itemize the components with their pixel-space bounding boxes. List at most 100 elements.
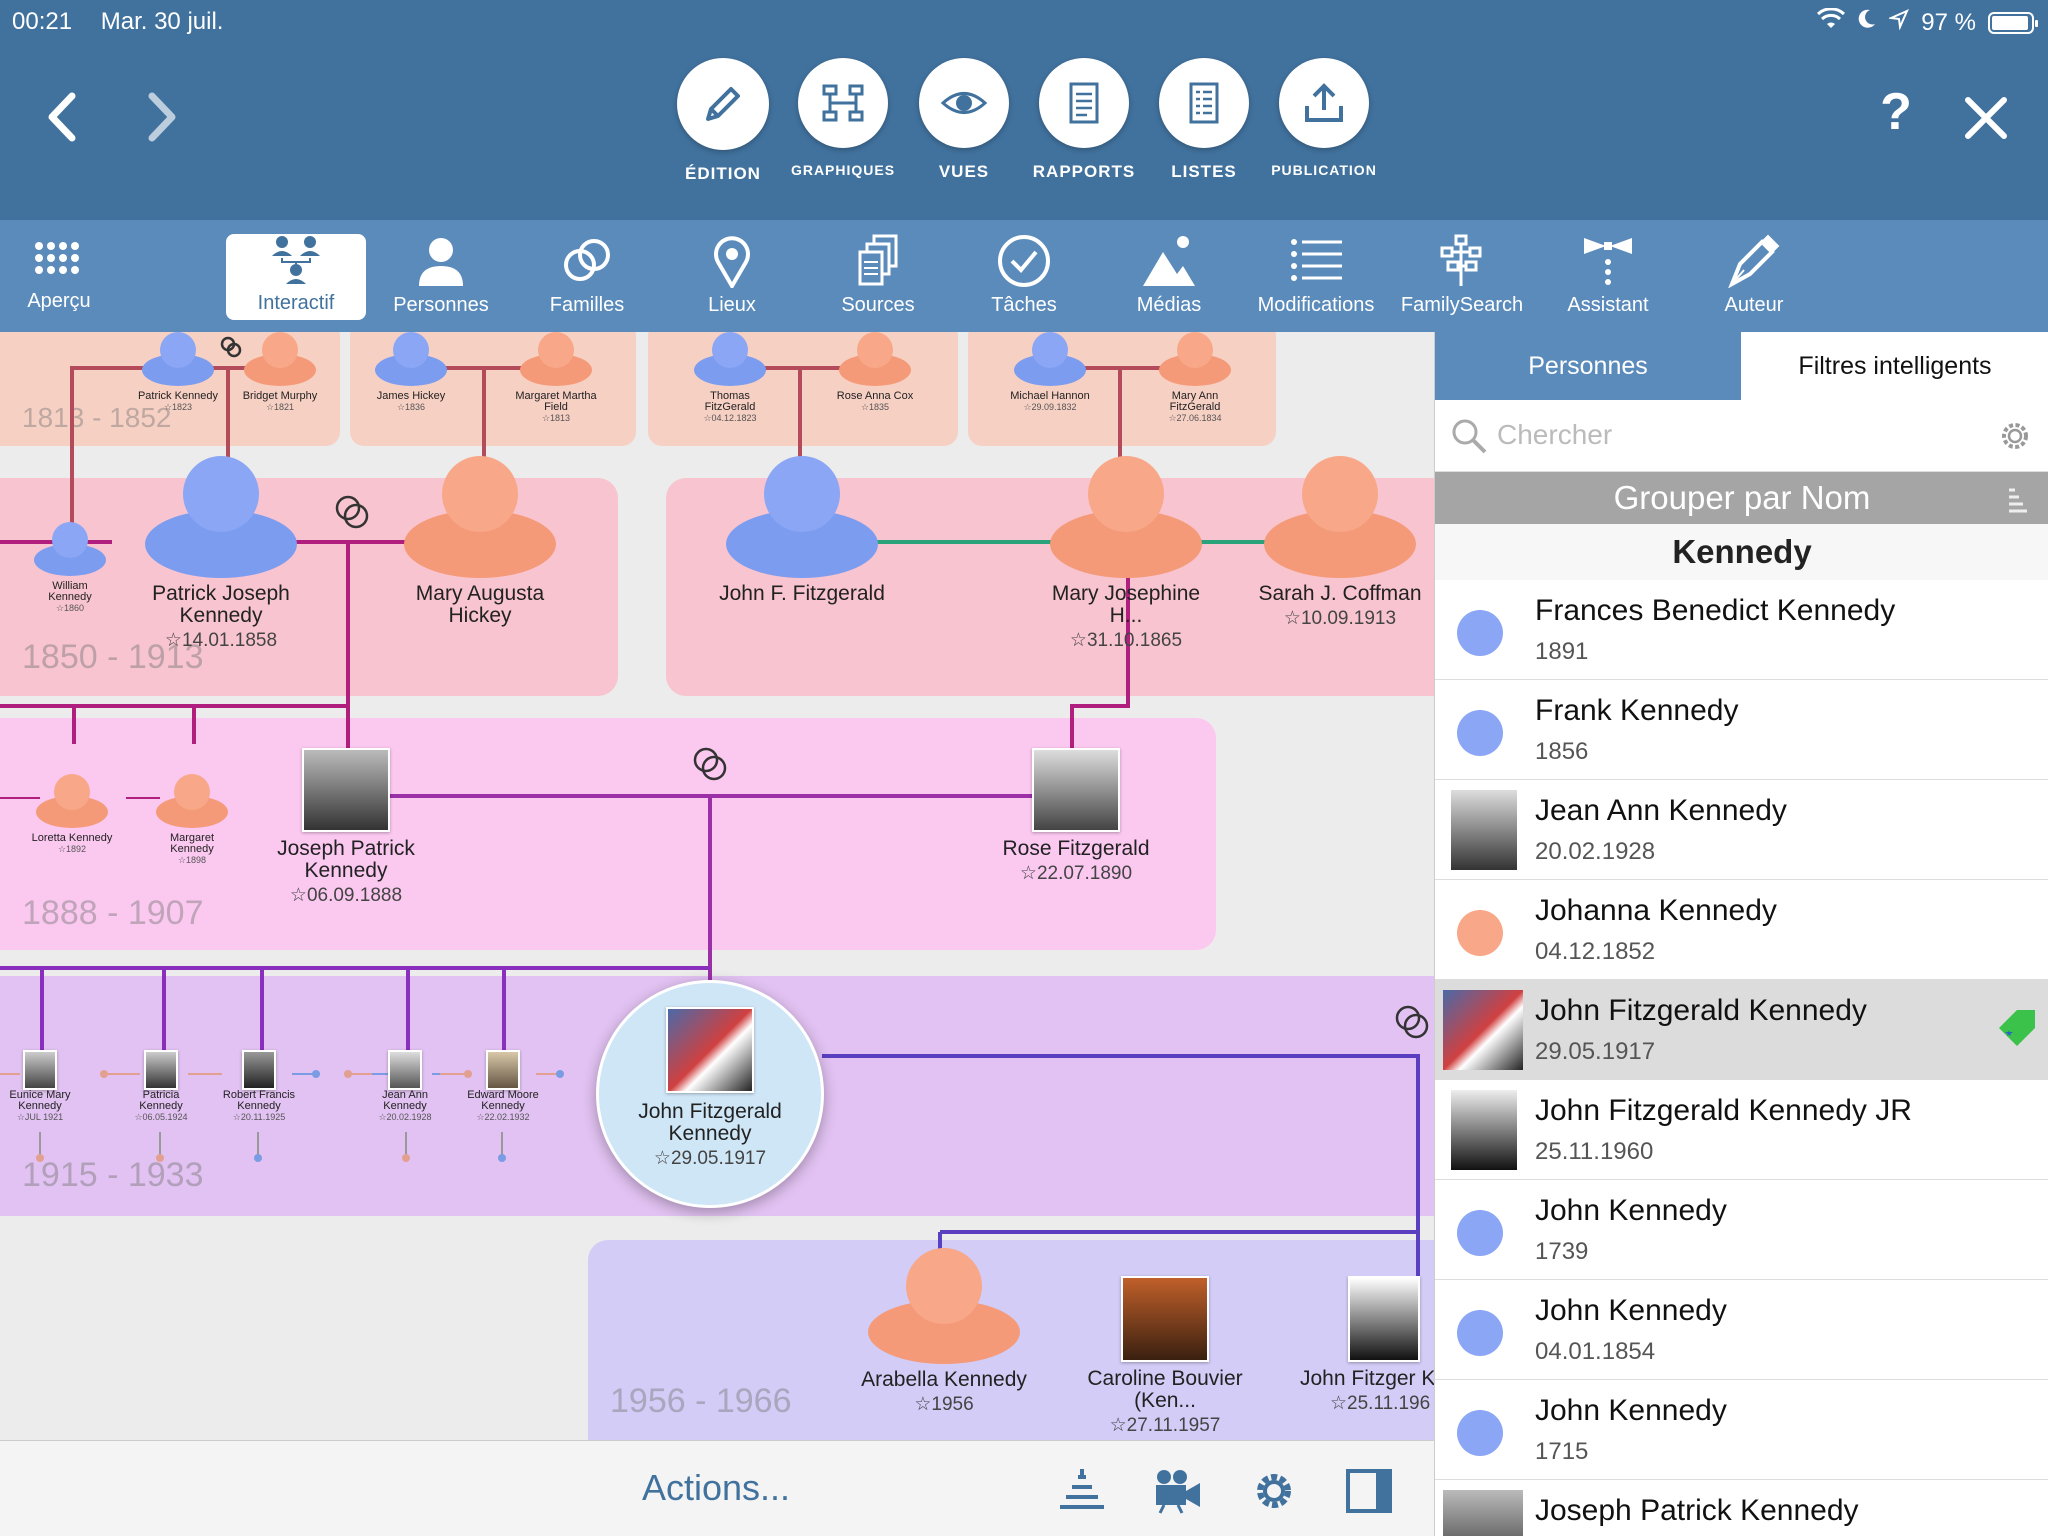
mode-publication[interactable]: PUBLICATION [1264,58,1384,178]
tool-assistant[interactable]: Assistant [1538,234,1678,326]
list-item[interactable]: John Kennedy 1715 [1435,1380,2048,1480]
female-avatar-icon [404,456,556,578]
sidebar-toggle-button[interactable] [1344,1467,1396,1515]
person-node[interactable]: Caroline Bouvier (Ken... ☆27.11.1957 [1072,1276,1258,1437]
gear-icon[interactable] [1997,418,2033,454]
person-node[interactable]: Margaret Martha Field ☆1813 [510,332,602,424]
person-date: ☆06.05.1924 [134,1112,188,1122]
person-date: ☆27.11.1957 [1109,1415,1221,1436]
tool-familysearch[interactable]: FamilySearch [1392,234,1532,326]
person-node[interactable]: Joseph Patrick Kennedy ☆06.09.1888 [254,748,438,907]
tool-bar: Aperçu Interactif Personnes Familles Lie… [0,220,2048,332]
tool-lieux[interactable]: Lieux [662,234,802,326]
person-node[interactable]: John Fitzger Kennedy J ☆25.11.196 [1300,1276,1434,1415]
person-node[interactable]: Patrick Kennedy ☆1823 [136,332,220,413]
male-avatar-icon [1457,610,1503,656]
person-node[interactable]: Patricia Kennedy ☆06.05.1924 [122,1050,200,1123]
familysearch-tree-icon [1440,234,1482,286]
close-button[interactable] [1956,88,2016,148]
male-avatar-icon [1457,1410,1503,1456]
person-node[interactable]: Arabella Kennedy ☆1956 [854,1240,1034,1416]
mode-label: RAPPORTS [1032,162,1136,181]
mode-label: GRAPHIQUES [790,162,896,178]
person-node[interactable]: Mary Augusta Hickey [390,448,570,629]
tab-personnes[interactable]: Personnes [1435,332,1741,400]
mode-graphiques[interactable]: GRAPHIQUES [783,58,903,178]
person-photo [1032,748,1120,832]
tab-filtres-intelligents[interactable]: Filtres intelligents [1741,332,2048,400]
person-node[interactable]: Mary Ann FitzGerald ☆27.06.1834 [1150,332,1240,424]
person-node[interactable]: Loretta Kennedy ☆1892 [30,764,114,855]
person-node[interactable]: Rose Anna Cox ☆1835 [830,332,920,413]
person-name: Mary Augusta Hickey [415,582,545,627]
pencil-icon [706,87,740,121]
tool-label: Familles [549,294,625,316]
person-node[interactable]: James Hickey ☆1836 [366,332,456,413]
family-chart[interactable]: 1813 - 1852 1850 - 1913 1888 - 1907 1915… [0,332,1434,1440]
mode-label: VUES [938,162,990,181]
person-node[interactable]: Rose Fitzgerald ☆22.07.1890 [976,748,1176,885]
person-node[interactable]: Mary Josephine H... ☆31.10.1865 [1036,448,1216,652]
mode-vues[interactable]: VUES [904,58,1024,182]
sidebar-icon [1346,1469,1392,1513]
person-node[interactable]: Michael Hannon ☆29.09.1832 [1008,332,1092,413]
person-node[interactable]: William Kennedy ☆1860 [30,512,110,614]
actions-button[interactable]: Actions... [642,1467,791,1508]
list-item[interactable]: Joseph Patrick Kennedy [1435,1480,2048,1536]
bowtie-icon [1584,238,1632,285]
focus-person-node[interactable]: John Fitzgerald Kennedy ☆29.05.1917 [596,980,824,1208]
list-item[interactable]: John Kennedy 04.01.1854 [1435,1280,2048,1380]
group-by-bar[interactable]: Grouper par Nom [1435,472,2048,524]
mode-listes[interactable]: LISTES [1144,58,1264,182]
female-avatar-icon [156,774,228,828]
person-node[interactable]: Jean Ann Kennedy ☆20.02.1928 [366,1050,444,1123]
tool-sources[interactable]: Sources [808,234,948,326]
tool-modifications[interactable]: Modifications [1246,234,1386,326]
people-list: Frances Benedict Kennedy 1891 Frank Kenn… [1435,580,2048,1536]
person-name: Patrick Joseph Kennedy [152,582,290,627]
search-input[interactable] [1497,412,1977,458]
list-item[interactable]: John Fitzgerald Kennedy JR 25.11.1960 [1435,1080,2048,1180]
generations-button[interactable] [1056,1467,1108,1515]
tool-medias[interactable]: Médias [1099,234,1239,326]
person-photo [23,1050,57,1090]
tool-interactif[interactable]: Interactif [226,234,366,320]
person-date: ☆04.12.1823 [703,413,757,423]
person-date: ☆22.02.1932 [476,1112,530,1122]
tool-personnes[interactable]: Personnes [371,234,511,326]
person-node[interactable]: Robert Francis Kennedy ☆20.11.1925 [216,1050,302,1123]
help-button[interactable]: ? [1880,83,1912,141]
list-item[interactable]: Johanna Kennedy 04.12.1852 [1435,880,2048,980]
person-node[interactable]: Thomas FitzGerald ☆04.12.1823 [688,332,772,424]
list-item[interactable]: John Kennedy 1739 [1435,1180,2048,1280]
person-node[interactable]: Bridget Murphy ☆1821 [238,332,322,413]
person-node[interactable]: Eunice Mary Kennedy ☆JUL 1921 [2,1050,78,1123]
tool-auteur[interactable]: Auteur [1684,234,1824,326]
list-item[interactable]: Frances Benedict Kennedy 1891 [1435,580,2048,680]
tool-familles[interactable]: Familles [517,234,657,326]
tool-apercu[interactable]: Aperçu [0,234,129,326]
person-node[interactable]: Patrick Joseph Kennedy ☆14.01.1858 [130,448,312,652]
back-button[interactable] [38,82,88,152]
gear-icon [1257,1474,1291,1508]
list-item-selected[interactable]: John Fitzgerald Kennedy 29.05.1917 [1435,980,2048,1080]
list-item-name: John Fitzgerald Kennedy [1535,994,1867,1027]
chevron-left-icon [48,92,76,142]
male-avatar-icon [1014,332,1086,386]
person-node[interactable]: Margaret Kennedy ☆1898 [150,764,234,866]
list-item-name: Joseph Patrick Kennedy [1535,1494,1859,1527]
settings-button[interactable] [1248,1467,1300,1515]
list-item[interactable]: Frank Kennedy 1856 [1435,680,2048,780]
location-arrow-icon [1887,8,1910,37]
person-node[interactable]: Edward Moore Kennedy ☆22.02.1932 [458,1050,548,1123]
mode-edition[interactable]: ÉDITION [663,58,783,184]
person-node[interactable]: John F. Fitzgerald [712,448,892,607]
female-avatar-icon [1264,456,1416,578]
list-item[interactable]: Jean Ann Kennedy 20.02.1928 [1435,780,2048,880]
person-photo [1443,990,1523,1070]
forward-button[interactable] [136,82,186,152]
mode-rapports[interactable]: RAPPORTS [1024,58,1144,182]
tool-taches[interactable]: Tâches [954,234,1094,326]
person-node[interactable]: Sarah J. Coffman ☆10.09.1913 [1250,448,1430,630]
video-button[interactable] [1152,1467,1204,1515]
